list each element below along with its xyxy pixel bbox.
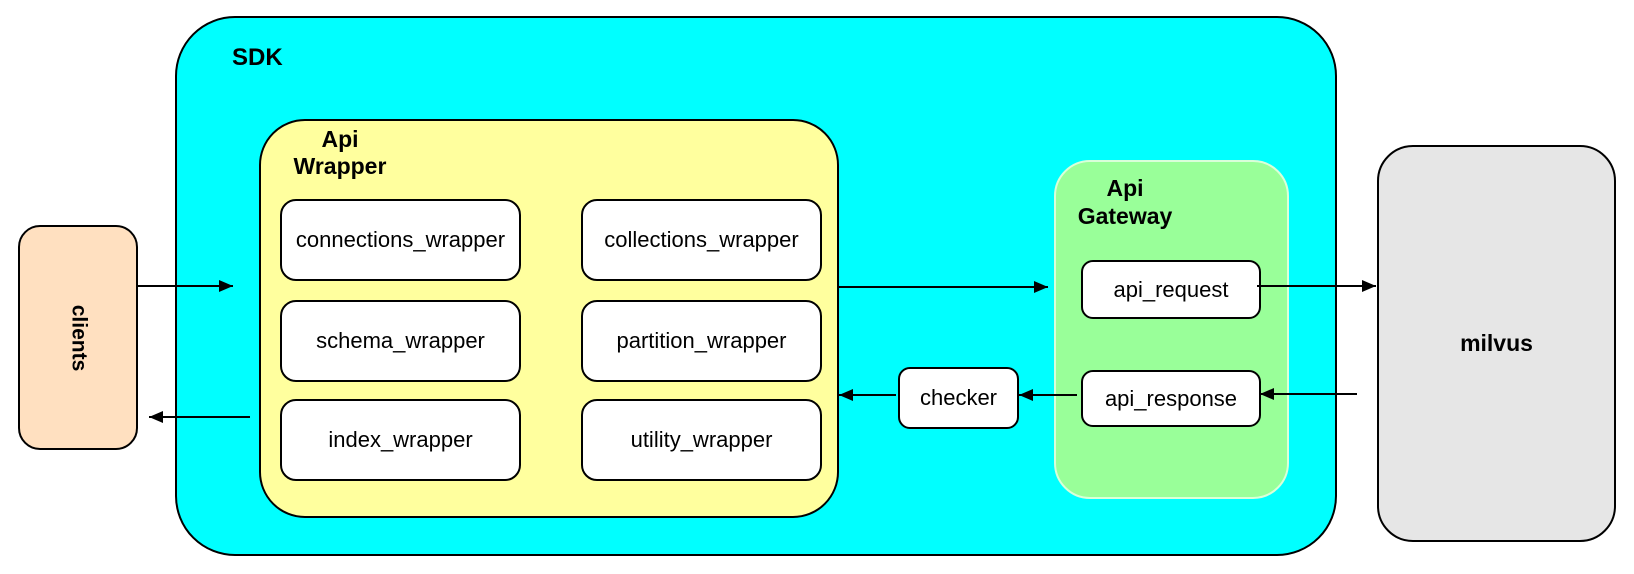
milvus-node: milvus bbox=[1377, 145, 1616, 542]
milvus-label: milvus bbox=[1460, 330, 1533, 356]
sdk-label: SDK bbox=[232, 44, 283, 71]
api-wrapper-label-line2: Wrapper bbox=[293, 153, 387, 179]
api-gateway-label: Api Gateway bbox=[1064, 174, 1186, 230]
index-wrapper-node: index_wrapper bbox=[280, 399, 521, 481]
sdk-container: SDK Api Wrapper connections_wrapper coll… bbox=[175, 16, 1337, 556]
api-gateway-label-line1: Api bbox=[1106, 175, 1144, 201]
api-request-node: api_request bbox=[1081, 260, 1261, 319]
partition-wrapper-node: partition_wrapper bbox=[581, 300, 822, 382]
api-response-node: api_response bbox=[1081, 370, 1261, 427]
clients-node: clients bbox=[18, 225, 138, 450]
connections-wrapper-node: connections_wrapper bbox=[280, 199, 521, 281]
checker-label: checker bbox=[919, 385, 998, 410]
api-request-label: api_request bbox=[1113, 276, 1229, 302]
schema-wrapper-label: schema_wrapper bbox=[316, 328, 485, 353]
api-wrapper-label: Api Wrapper bbox=[279, 126, 401, 180]
index-wrapper-label: index_wrapper bbox=[328, 427, 473, 452]
collections-wrapper-label: collections_wrapper bbox=[604, 227, 799, 252]
api-wrapper-label-line1: Api bbox=[321, 126, 359, 152]
schema-wrapper-node: schema_wrapper bbox=[280, 300, 521, 382]
checker-node: checker bbox=[898, 367, 1019, 429]
api-response-label: api_response bbox=[1104, 385, 1238, 411]
api-wrapper-container: Api Wrapper connections_wrapper collecti… bbox=[259, 119, 839, 518]
utility-wrapper-label: utility_wrapper bbox=[630, 427, 773, 452]
clients-label: clients bbox=[67, 304, 90, 371]
collections-wrapper-node: collections_wrapper bbox=[581, 199, 822, 281]
partition-wrapper-label: partition_wrapper bbox=[616, 328, 787, 353]
api-gateway-label-line2: Gateway bbox=[1077, 203, 1173, 229]
utility-wrapper-node: utility_wrapper bbox=[581, 399, 822, 481]
api-gateway-container: Api Gateway api_request api_response bbox=[1054, 160, 1289, 499]
connections-wrapper-label: connections_wrapper bbox=[295, 227, 506, 252]
